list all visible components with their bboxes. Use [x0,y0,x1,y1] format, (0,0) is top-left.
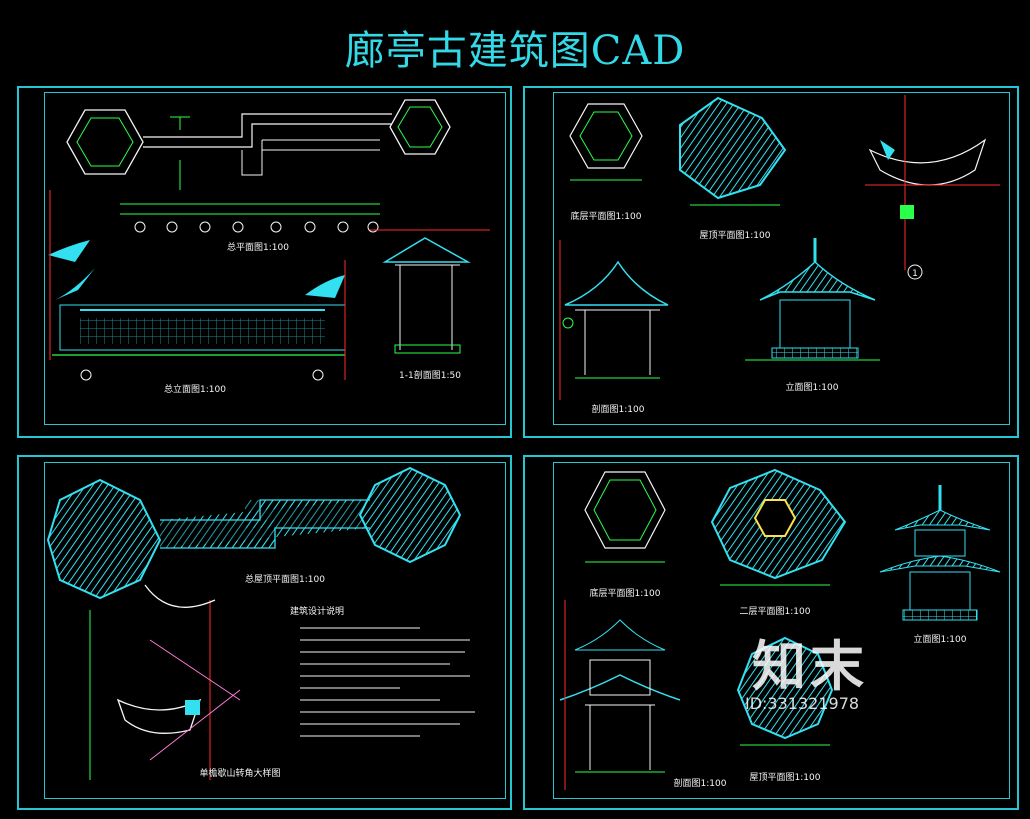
tl-section-label: 1-1剖面图1:50 [399,369,461,381]
panel-top-left-inner [44,92,506,425]
bl-detail: 单檐歇山转角大样图 [89,584,281,780]
br-elevation: 立面图1:100 [879,485,1001,645]
tr-roof-plan: 屋顶平面图1:100 [679,96,787,241]
watermark-id: ID:331321978 [745,694,860,713]
tr-section-label: 剖面图1:100 [592,403,645,415]
tr-plan-label: 底层平面图1:100 [571,210,642,222]
tl-section: 1-1剖面图1:50 [370,229,490,381]
drawing-title: 廊亭古建筑图CAD [344,28,686,74]
panel-bottom-right-frame [523,455,1019,810]
bl-roof-label: 总屋顶平面图1:100 [245,573,325,585]
panel-top-left-frame [17,86,512,438]
bl-notes-title: 建筑设计说明 [290,605,344,617]
bl-detail-label: 单檐歇山转角大样图 [199,767,280,779]
panel-top-right-inner [553,92,1010,425]
br-section-label: 剖面图1:100 [674,777,727,789]
br-ground-plan: 底层平面图1:100 [584,471,666,599]
panel-bottom-right-inner [553,462,1010,799]
tr-elevation: 立面图1:100 [745,238,880,393]
tl-site-plan: 总平面图1:100 [66,99,451,253]
br-section: 剖面图1:100 [559,600,727,790]
bl-roof-plan: 总屋顶平面图1:100 [46,466,462,600]
tl-plan-label: 总平面图1:100 [227,241,289,253]
panel-top-right-frame [523,86,1019,438]
br-plan-label: 底层平面图1:100 [590,587,661,599]
tr-ground-plan: 底层平面图1:100 [569,103,643,222]
watermark-logo: 知末 [752,635,868,698]
br-elev-label: 立面图1:100 [914,633,967,645]
tl-elev-label: 总立面图1:100 [164,383,226,395]
br-roof2-label: 屋顶平面图1:100 [750,772,821,783]
panel-bottom-left-frame [17,455,512,810]
panel-bottom-left-inner [44,462,506,799]
bl-notes: 建筑设计说明 [290,605,475,737]
tr-elev-label: 立面图1:100 [786,381,839,393]
tr-section: 剖面图1:100 [559,240,669,415]
br-roof-plan: 二层平面图1:100 [710,468,847,617]
tr-detail-axis: 1 [912,269,918,279]
br-roof-label: 二层平面图1:100 [740,606,811,617]
tr-detail: 1 [865,95,1000,280]
br-roof2-plan: 屋顶平面图1:100 [736,636,834,783]
tr-roof-label: 屋顶平面图1:100 [700,230,771,241]
tl-elevation: 总立面图1:100 [48,190,346,395]
